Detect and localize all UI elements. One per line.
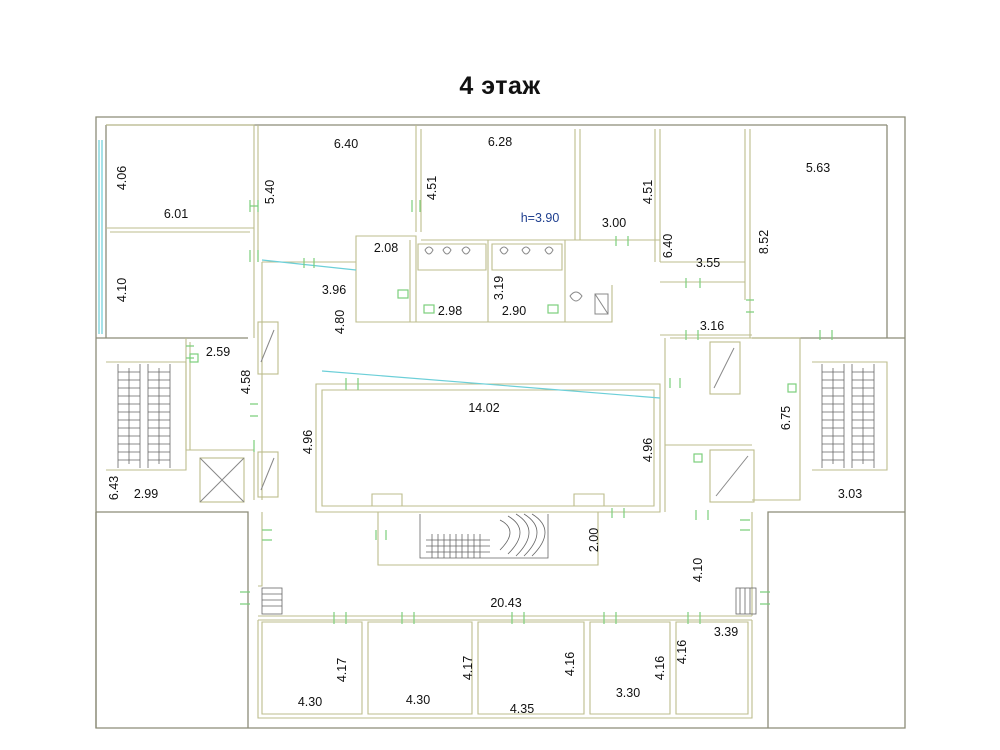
dim-14-02: 14.02 — [468, 401, 499, 415]
dim-4-51-a: 4.51 — [425, 176, 439, 200]
dim-4-17-b: 4.17 — [461, 656, 475, 680]
dim-4-30-a: 4.30 — [298, 695, 322, 709]
dim-4-30-b: 4.30 — [406, 693, 430, 707]
dim-6-01: 6.01 — [164, 207, 188, 221]
dim-3-19: 3.19 — [492, 276, 506, 300]
wc-block — [397, 240, 613, 323]
dim-4-17-a: 4.17 — [335, 658, 349, 682]
dim-8-52: 8.52 — [757, 230, 771, 254]
dim-2-99: 2.99 — [134, 487, 158, 501]
dim-4-51-b: 4.51 — [641, 180, 655, 204]
bottom-rooms — [257, 512, 757, 719]
dim-6-40-right: 6.40 — [661, 234, 675, 258]
dim-2-00: 2.00 — [587, 528, 601, 552]
dim-20-43: 20.43 — [490, 596, 521, 610]
dim-6-43: 6.43 — [107, 476, 121, 500]
dim-4-80: 4.80 — [333, 310, 347, 334]
dim-4-35: 4.35 — [510, 702, 534, 716]
dim-4-10-left: 4.10 — [115, 278, 129, 302]
dim-4-58: 4.58 — [239, 370, 253, 394]
dim-4-06: 4.06 — [115, 166, 129, 190]
stair-right — [812, 361, 888, 471]
dim-2-59: 2.59 — [206, 345, 230, 359]
dim-2-98: 2.98 — [438, 304, 462, 318]
dim-3-39: 3.39 — [714, 625, 738, 639]
dim-3-16: 3.16 — [700, 319, 724, 333]
dim-6-75: 6.75 — [779, 406, 793, 430]
corridor-walls — [261, 259, 801, 512]
dim-4-16-a: 4.16 — [563, 652, 577, 676]
dim-4-96-left: 4.96 — [301, 430, 315, 454]
left-service-rooms — [185, 321, 279, 503]
rooms-upper-left — [98, 124, 255, 338]
dim-3-30: 3.30 — [616, 686, 640, 700]
floor-title: 4 этаж — [459, 72, 541, 100]
dim-4-10-right: 4.10 — [691, 558, 705, 582]
dim-3-00: 3.00 — [602, 216, 626, 230]
dim-5-40: 5.40 — [263, 180, 277, 204]
right-service-rooms — [665, 341, 755, 503]
door-markers — [186, 200, 833, 624]
dim-3-96: 3.96 — [322, 283, 346, 297]
dim-6-40-top: 6.40 — [334, 137, 358, 151]
dim-4-16-b: 4.16 — [653, 656, 667, 680]
dim-2-90: 2.90 — [502, 304, 526, 318]
dim-5-63: 5.63 — [806, 161, 830, 175]
dim-4-16-c: 4.16 — [675, 640, 689, 664]
central-hall — [315, 370, 661, 513]
ceiling-height: h=3.90 — [521, 211, 560, 225]
dimension-labels: 4.06 6.01 4.10 6.40 5.40 6.28 4.51 h=3.9… — [107, 135, 862, 716]
central-stairs — [377, 512, 599, 566]
dim-2-08: 2.08 — [374, 241, 398, 255]
dim-3-55: 3.55 — [696, 256, 720, 270]
dim-4-96-right: 4.96 — [641, 438, 655, 462]
dim-3-03: 3.03 — [838, 487, 862, 501]
stair-left — [106, 361, 187, 471]
dim-6-28: 6.28 — [488, 135, 512, 149]
